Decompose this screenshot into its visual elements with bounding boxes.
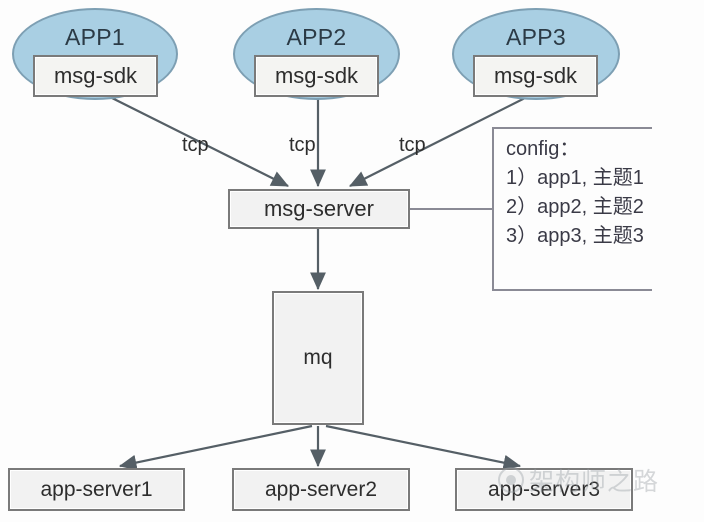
app-server1-box[interactable]: app-server1 [8, 468, 185, 511]
config-note-title: config： [506, 138, 580, 160]
config-note-line-1: 1）app1, 主题1 [506, 167, 644, 189]
app2-msg-sdk-box[interactable]: msg-sdk [254, 55, 379, 97]
app-server2-box[interactable]: app-server2 [232, 468, 410, 511]
config-note-line-2: 2）app2, 主题2 [506, 196, 644, 218]
edge-label-tcp-app1: tcp [182, 134, 209, 156]
config-note-line-3: 3）app3, 主题3 [506, 225, 644, 247]
edge-label-tcp-app2: tcp [289, 134, 316, 156]
edge-mq-to-appserver3 [325, 424, 522, 471]
edge-label-tcp-app3: tcp [399, 134, 426, 156]
edge-app3-to-msgserver [349, 97, 526, 187]
app1-label: APP1 [64, 24, 125, 50]
msg-server-box[interactable]: msg-server [228, 189, 410, 229]
app3-label: APP3 [505, 24, 566, 50]
app-server3-box[interactable]: app-server3 [455, 468, 633, 511]
edge-mq-to-appserver1 [118, 424, 313, 471]
app2-label: APP2 [286, 24, 347, 50]
app3-msg-sdk-box[interactable]: msg-sdk [473, 55, 598, 97]
edge-app1-to-msgserver [111, 97, 289, 187]
app1-msg-sdk-box[interactable]: msg-sdk [33, 55, 158, 97]
mq-box[interactable]: mq [272, 291, 364, 425]
config-note: config： 1）app1, 主题1 2）app2, 主题2 3）app3, … [492, 127, 652, 291]
